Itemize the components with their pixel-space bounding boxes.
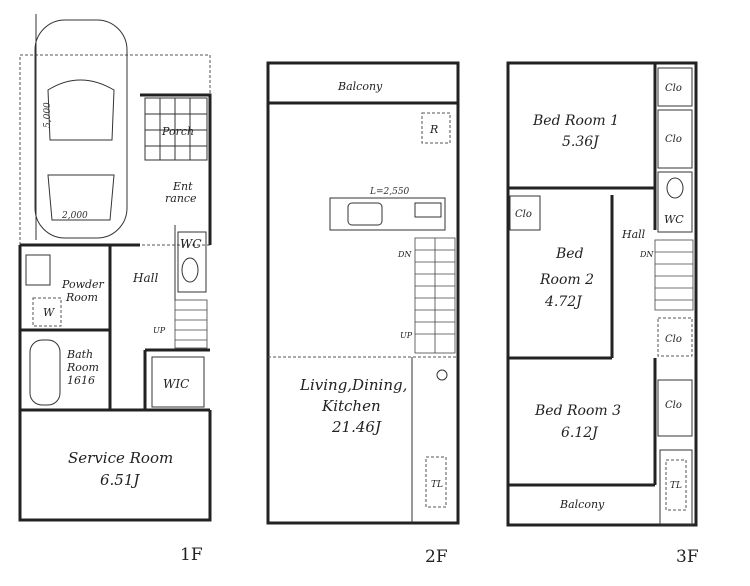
kitchen-counter	[329, 197, 446, 231]
label-bath-3: 1616	[67, 374, 95, 387]
parking-dim-length: 5,000	[43, 102, 53, 128]
floor-3f: Bed Room 1 5.36J Clo Clo Clo WC Hall DN …	[506, 61, 699, 567]
wc-room	[177, 231, 207, 293]
label-bedroom-3: Bed Room 3	[534, 403, 621, 419]
tl-storage-2f	[425, 456, 447, 508]
fridge-space	[421, 112, 451, 144]
closet-2	[657, 109, 693, 169]
label-wic: WIC	[163, 377, 189, 391]
toilet-icon	[181, 257, 199, 283]
washer-space	[32, 297, 62, 327]
walls-3f	[506, 61, 698, 527]
label-bath-1: Bath	[66, 348, 93, 361]
label-hall-3f: Hall	[621, 228, 646, 241]
label-tl-3f: TL	[670, 481, 682, 491]
label-balcony-3f: Balcony	[559, 498, 605, 511]
parking-dim-width: 2,000	[61, 211, 88, 221]
label-tl-2f: TL	[431, 480, 443, 490]
label-clo-1: Clo	[665, 83, 682, 94]
label-wc-3f: WC	[664, 213, 684, 226]
label-bedroom-2a: Bed	[555, 246, 584, 262]
floor-label-3f: 3F	[676, 547, 699, 567]
label-clo-5: Clo	[665, 400, 682, 411]
label-clo-4: Clo	[665, 334, 682, 345]
closet-1	[657, 67, 693, 107]
label-bedroom-1-area: 5.36J	[562, 134, 600, 150]
walls-2f	[266, 61, 460, 525]
closet-3	[509, 195, 541, 231]
floor-label-1f: 1F	[180, 545, 203, 565]
label-dn-3f: DN	[639, 250, 654, 259]
label-bedroom-3-area: 6.12J	[561, 425, 599, 441]
label-powder-2: Room	[65, 291, 98, 304]
label-wc-1f: WC	[180, 237, 202, 251]
label-r: R	[429, 123, 438, 136]
label-kitchen-length: L=2,550	[369, 187, 410, 197]
closet-5	[657, 379, 693, 437]
label-bath-2: Room	[66, 361, 99, 374]
label-porch: Porch	[161, 125, 194, 138]
porch-tiles	[144, 97, 208, 161]
wc-room-3f	[657, 171, 693, 233]
bathtub-icon	[29, 339, 61, 406]
light-icon	[436, 369, 448, 381]
label-up-2f: UP	[400, 331, 413, 340]
label-clo-2: Clo	[665, 134, 682, 145]
closet-4	[657, 317, 693, 357]
stairs-3f	[654, 239, 694, 311]
toilet-icon-3f	[666, 177, 684, 199]
label-entrance-1: Ent	[172, 180, 193, 193]
label-bedroom-1: Bed Room 1	[532, 113, 619, 129]
stairs-1f	[174, 299, 208, 349]
label-hall-1f: Hall	[132, 271, 158, 285]
label-ldk-area: 21.46J	[331, 418, 382, 436]
label-w: W	[43, 306, 56, 319]
label-ldk-2: Kitchen	[321, 397, 381, 415]
label-up-1f: UP	[153, 326, 166, 335]
label-bedroom-2-area: 4.72J	[544, 294, 583, 310]
label-dn-2f: DN	[397, 250, 412, 259]
floor-2f: Balcony R L=2,550 DN UP Living,Dinin	[266, 61, 460, 567]
label-balcony-2f: Balcony	[337, 80, 383, 93]
tl-room-3f	[659, 449, 693, 526]
floor-1f: 5,000 2,000 Porch Ent rance WC Hall	[18, 14, 212, 565]
label-service-room: Service Room	[68, 449, 173, 467]
label-service-area: 6.51J	[100, 471, 140, 489]
label-clo-3: Clo	[515, 209, 532, 220]
parking-area	[19, 54, 211, 246]
car-icon	[34, 19, 128, 239]
label-entrance-2: rance	[165, 192, 197, 205]
label-bedroom-2b: Room 2	[539, 272, 594, 288]
label-powder-1: Powder	[61, 278, 105, 291]
floor-label-2f: 2F	[425, 547, 448, 567]
wic-room	[151, 356, 205, 408]
label-ldk-1: Living,Dining,	[299, 376, 407, 394]
stairs-2f	[414, 237, 456, 354]
sink-icon	[25, 254, 51, 286]
